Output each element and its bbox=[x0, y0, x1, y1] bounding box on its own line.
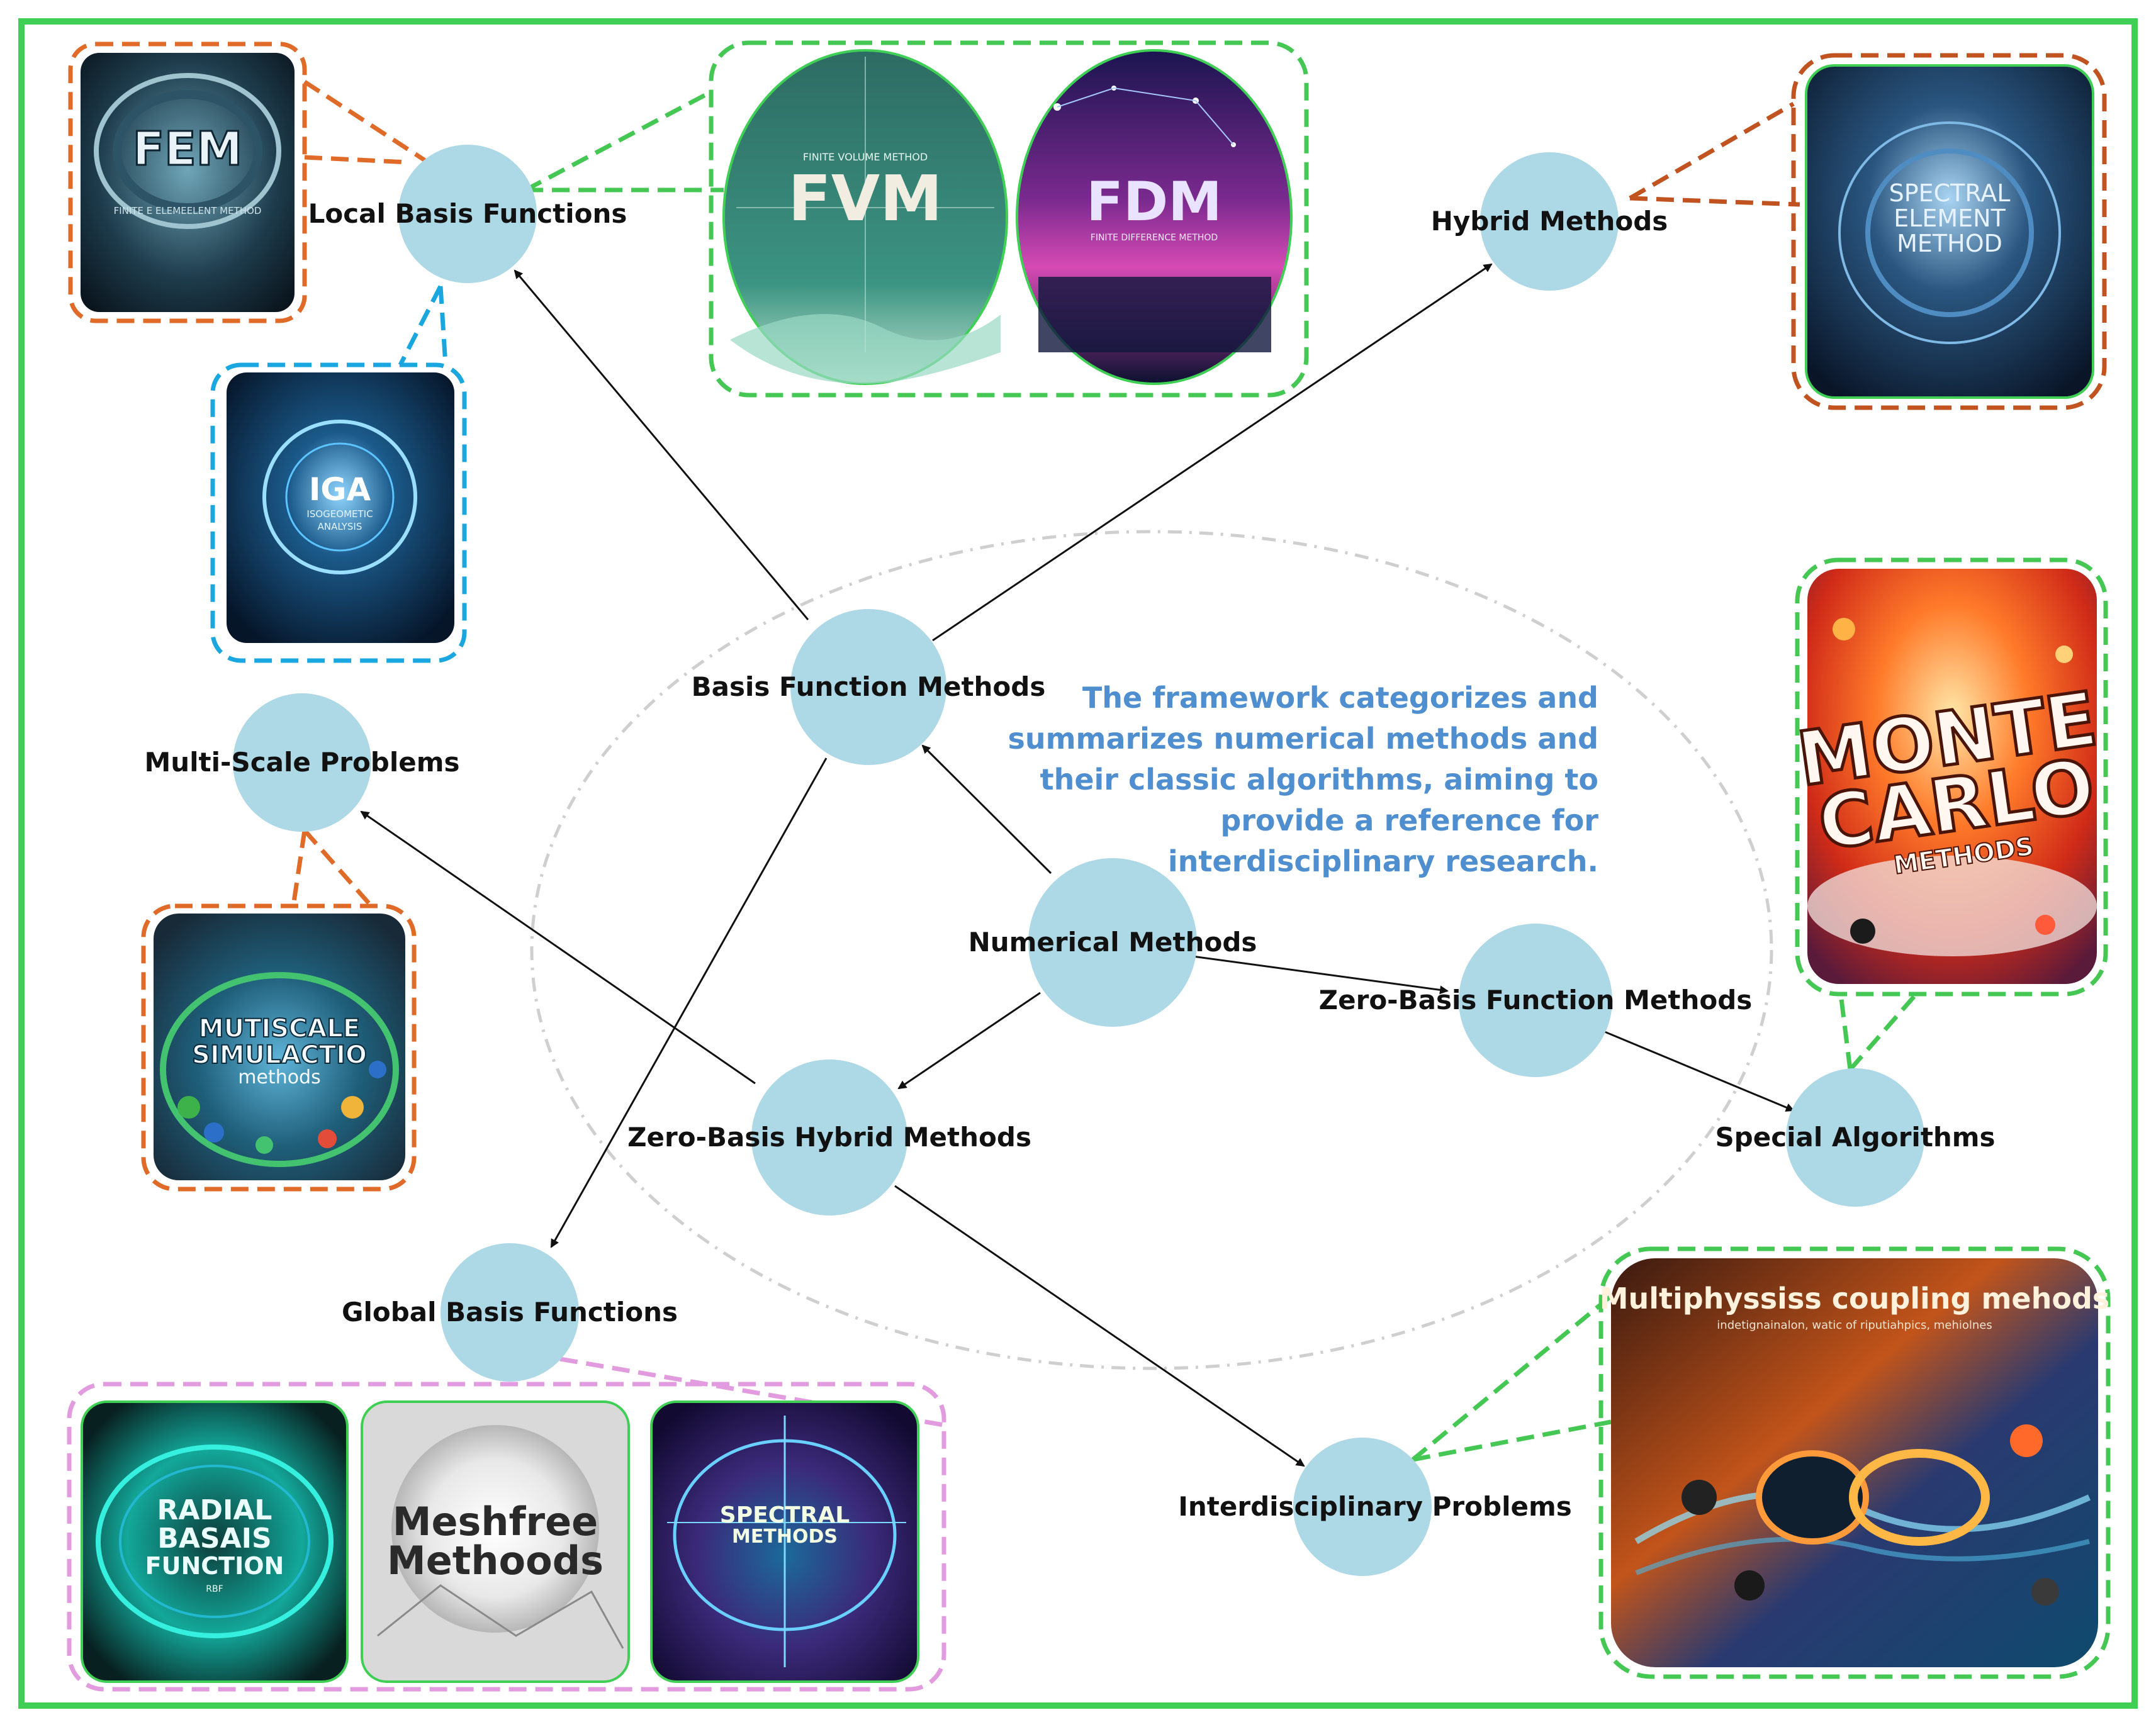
node-multi-scale-problems bbox=[233, 693, 371, 832]
node-basis-function-methods bbox=[790, 609, 946, 765]
edge-numerical-basis bbox=[921, 744, 1052, 875]
sem-callout: SPECTRAL ELEMENT METHOD bbox=[1629, 53, 2107, 410]
node-zero-basis-function-methods bbox=[1459, 924, 1612, 1077]
edge-zerobasis-special bbox=[1604, 1031, 1795, 1112]
edge-hybrid-interdisciplinary bbox=[894, 1185, 1305, 1467]
meshfree-thumbnail: Meshfree Methoods bbox=[361, 1400, 630, 1683]
meshfree-line-2: Methoods bbox=[387, 1538, 604, 1584]
spectral-line-1: SPECTRAL bbox=[720, 1502, 850, 1528]
node-numerical-methods bbox=[1028, 858, 1197, 1027]
node-global-basis-functions bbox=[441, 1243, 579, 1382]
label-numerical-methods: Numerical Methods bbox=[969, 927, 1257, 958]
iga-callout: IGA ISOGEOMETIC ANALYSIS bbox=[210, 285, 467, 663]
spectral-line-2: METHODS bbox=[732, 1526, 838, 1548]
nodes bbox=[233, 145, 1924, 1576]
edge-numerical-zerobasis bbox=[1192, 955, 1449, 995]
iga-subtitle-2: ANALYSIS bbox=[318, 521, 362, 532]
edge-basis-local bbox=[514, 269, 809, 620]
label-multi-scale-problems: Multi-Scale Problems bbox=[144, 747, 459, 778]
fem-title: FEM bbox=[133, 122, 243, 176]
spectral-thumbnail: SPECTRAL METHODS bbox=[650, 1400, 919, 1683]
monte-carlo-thumbnail: MONTE CARLO METHODS bbox=[1791, 569, 2104, 984]
edge-hybrid-multiscale bbox=[360, 810, 756, 1085]
node-zero-basis-hybrid-methods bbox=[751, 1059, 907, 1216]
fvm-title: FVM bbox=[788, 162, 942, 235]
edges bbox=[360, 263, 1795, 1467]
iga-subtitle-1: ISOGEOMETIC bbox=[306, 508, 373, 520]
node-hybrid-methods bbox=[1480, 152, 1619, 291]
multiscale-callout: MUTISCALE SIMULACTIO methods bbox=[141, 829, 417, 1192]
meshfree-line-1: Meshfree bbox=[393, 1499, 598, 1545]
multiscale-line-2: SIMULACTIO bbox=[192, 1041, 367, 1070]
node-special-algorithms bbox=[1786, 1068, 1924, 1207]
central-ellipse bbox=[530, 530, 1773, 1370]
multiscale-line-1: MUTISCALE bbox=[199, 1014, 360, 1043]
label-zero-basis-hybrid-methods: Zero-Basis Hybrid Methods bbox=[627, 1122, 1031, 1153]
sem-line-1: SPECTRAL bbox=[1889, 179, 2011, 207]
node-labels: Numerical Methods Basis Function Methods… bbox=[144, 198, 1995, 1522]
iga-thumbnail: IGA ISOGEOMETIC ANALYSIS bbox=[227, 372, 454, 643]
edge-basis-global bbox=[550, 757, 828, 1248]
fem-subtitle: FINITE E ELEMEELENT METHOD bbox=[114, 205, 262, 216]
label-local-basis-functions: Local Basis Functions bbox=[308, 198, 627, 229]
description: The framework categorizes and summarizes… bbox=[1008, 681, 1598, 878]
multiphysics-callout: Multiphyssiss coupling mehods indetignai… bbox=[1411, 1246, 2111, 1679]
fdm-subtitle: FINITE DIFFERENCE METHOD bbox=[1091, 233, 1218, 243]
sem-line-3: METHOD bbox=[1897, 230, 2002, 257]
global-basis-callout: RADIAL BASAIS FUNCTION RBF Meshfree Meth… bbox=[67, 1356, 946, 1692]
fdm-thumbnail: FDM FINITE DIFFERENCE METHOD bbox=[1016, 49, 1293, 385]
edge-basis-hybridmethods bbox=[932, 263, 1493, 642]
fem-callout: FEM FINITE E ELEMEELENT METHOD bbox=[68, 42, 429, 323]
node-interdisciplinary-problems bbox=[1293, 1438, 1432, 1576]
monte-carlo-callout: MONTE CARLO METHODS bbox=[1791, 557, 2108, 1071]
multiphysics-thumbnail: Multiphyssiss coupling mehods indetignai… bbox=[1600, 1258, 2110, 1667]
description-line-3: their classic algorithms, aiming to bbox=[1040, 763, 1598, 796]
iga-title: IGA bbox=[309, 471, 371, 508]
multiscale-thumbnail: MUTISCALE SIMULACTIO methods bbox=[154, 914, 405, 1180]
rbf-thumbnail: RADIAL BASAIS FUNCTION RBF bbox=[81, 1400, 349, 1683]
label-global-basis-functions: Global Basis Functions bbox=[342, 1297, 678, 1327]
label-basis-function-methods: Basis Function Methods bbox=[692, 671, 1046, 702]
rbf-line-4: RBF bbox=[206, 1584, 223, 1594]
multiphysics-title: Multiphyssiss coupling mehods bbox=[1600, 1282, 2110, 1316]
fdm-title: FDM bbox=[1086, 170, 1222, 233]
rbf-line-3: FUNCTION bbox=[145, 1552, 284, 1580]
rbf-line-1: RADIAL bbox=[157, 1494, 272, 1526]
sem-line-2: ELEMENT bbox=[1894, 204, 2006, 232]
description-line-5: interdisciplinary research. bbox=[1168, 844, 1598, 878]
description-line-1: The framework categorizes and bbox=[1082, 681, 1598, 715]
sem-thumbnail: SPECTRAL ELEMENT METHOD bbox=[1805, 64, 2094, 399]
description-line-2: summarizes numerical methods and bbox=[1008, 722, 1598, 756]
rbf-line-2: BASAIS bbox=[157, 1523, 271, 1555]
multiscale-line-3: methods bbox=[238, 1066, 320, 1088]
fvm-fdm-callout: FINITE VOLUME METHOD FVM FDM FINITE DIFF… bbox=[524, 40, 1309, 398]
outer-frame bbox=[18, 18, 2138, 1709]
label-interdisciplinary-problems: Interdisciplinary Problems bbox=[1178, 1491, 1571, 1522]
multiphysics-subtitle: indetignainalon, watic of riputiahpics, … bbox=[1717, 1319, 1992, 1332]
description-line-4: provide a reference for bbox=[1220, 803, 1598, 837]
fvm-subtitle: FINITE VOLUME METHOD bbox=[803, 151, 928, 163]
fvm-thumbnail: FINITE VOLUME METHOD FVM bbox=[722, 49, 1008, 385]
fem-thumbnail: FEM FINITE E ELEMEELENT METHOD bbox=[81, 53, 295, 312]
edge-numerical-hybrid bbox=[897, 992, 1041, 1090]
label-hybrid-methods: Hybrid Methods bbox=[1431, 206, 1668, 237]
label-zero-basis-function-methods: Zero-Basis Function Methods bbox=[1319, 985, 1753, 1015]
node-local-basis-functions bbox=[398, 145, 537, 283]
label-special-algorithms: Special Algorithms bbox=[1715, 1122, 1995, 1153]
